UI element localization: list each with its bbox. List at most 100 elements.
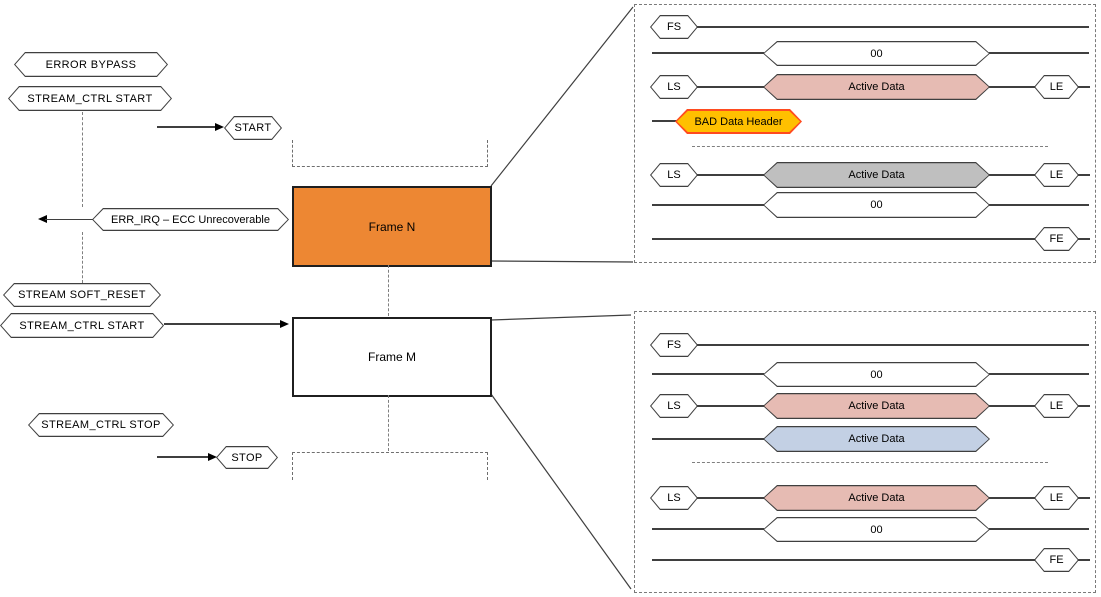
dashed-bracket-above-frame-n [292,140,488,167]
signal-line [1078,238,1090,240]
dashed-timeline-segment-2 [82,232,83,283]
tag-fe-top-label: FE [1049,233,1064,245]
dashed-separator-bottom-panel [692,462,1048,463]
connector-frame-n-bottom [490,260,634,263]
dashed-timeline-segment-1 [82,112,83,207]
signal-line [989,52,1089,54]
signal-line [652,238,1036,240]
hex-fill [651,76,696,97]
signal-line [652,52,764,54]
tag-le-bottom2-label: LE [1049,492,1064,504]
tag-ls-top1-label: LS [667,81,681,93]
tag-err-irq-label: ERR_IRQ – ECC Unrecoverable [111,213,270,226]
tag-stream-ctrl-stop: STREAM_CTRL STOP [28,413,174,437]
bus-value-00-bottom1-label: 00 [870,368,883,381]
hex-fill [764,75,988,98]
hex-fill [15,53,166,75]
tag-stream-ctrl-start-1-label: STREAM_CTRL START [27,92,153,105]
err-irq-arrow-line [45,218,95,221]
tag-ls-bottom2: LS [650,486,698,510]
stop-arrowhead-icon [208,452,217,461]
tag-le-top1: LE [1034,75,1079,99]
bus-active-data-blue: Active Data [763,426,990,452]
tag-le-bottom1: LE [1034,394,1079,418]
dashed-link-below-frame-m [388,395,389,451]
bus-active-data-bottom2-label: Active Data [848,492,905,504]
tag-error-bypass-label: ERROR BYPASS [45,58,137,71]
frame-m-box: Frame M [292,317,492,397]
stop-arrow-line [157,456,210,458]
bus-value-00-bottom2: 00 [763,517,990,542]
tag-le-bottom1-label: LE [1049,400,1064,412]
frame-m-label: Frame M [368,350,416,364]
hex-fill [1035,228,1077,249]
bus-active-data-bottom1: Active Data [763,393,990,419]
tag-fe-bottom-label: FE [1049,554,1064,566]
hex-fill [29,414,172,435]
tag-stream-ctrl-start-1: STREAM_CTRL START [8,86,172,111]
tag-stream-soft-reset: STREAM SOFT_RESET [3,283,161,307]
signal-line [989,174,1036,176]
bus-active-data-top2: Active Data [763,162,990,188]
tag-stream-soft-reset-label: STREAM SOFT_RESET [18,289,146,301]
tag-le-top1-label: LE [1049,81,1064,93]
signal-line [989,405,1036,407]
frame-m-detail-panel [634,311,1096,593]
tag-stream-ctrl-start-2: STREAM_CTRL START [0,313,164,338]
bus-value-00-top1: 00 [763,41,990,66]
tag-stop-label: STOP [231,451,263,464]
tag-ls-top2: LS [650,163,698,187]
hex-fill [651,395,696,416]
hex-fill [764,163,988,186]
hex-fill [764,42,988,64]
hex-fill [225,117,280,138]
signal-line [697,26,1089,28]
tag-stop: STOP [216,446,278,469]
bus-active-data-top1-label: Active Data [848,81,905,93]
bus-active-data-bottom1-label: Active Data [848,400,905,412]
tag-ls-bottom1-label: LS [667,400,681,412]
bus-active-data-top1: Active Data [763,74,990,100]
signal-line [1078,405,1090,407]
bus-active-data-bottom2: Active Data [763,485,990,511]
tag-error-bypass: ERROR BYPASS [14,52,168,77]
frame-n-box: Frame N [292,186,492,267]
hex-fill [1035,395,1077,416]
tag-stream-ctrl-stop-label: STREAM_CTRL STOP [41,419,161,431]
tag-ls-top1: LS [650,75,698,99]
signal-line [989,528,1089,530]
hex-fill [217,447,276,467]
bus-bad-data-header-label: BAD Data Header [694,115,783,128]
start-arrow-line [157,126,217,128]
signal-line [1078,497,1090,499]
bus-value-00-top2: 00 [763,192,990,218]
signal-line [652,120,678,122]
tag-fe-top: FE [1034,227,1079,251]
hex-fill [9,87,170,109]
hex-fill [1035,549,1077,570]
hex-fill [1035,76,1077,97]
dashed-link-frame-n-to-m [388,265,389,316]
err-irq-arrowhead-icon [38,215,47,223]
bus-value-00-bottom2-label: 00 [870,523,883,536]
signal-line [1078,559,1090,561]
bus-value-00-bottom1: 00 [763,362,990,387]
signal-line [697,344,1089,346]
signal-line [697,497,764,499]
hex-fill [1,314,162,336]
signal-line [697,405,764,407]
hex-fill [651,16,696,37]
signal-line [652,528,764,530]
hex-fill [764,193,988,216]
hex-fill [1035,487,1077,508]
signal-line [1078,174,1090,176]
signal-line [1078,86,1090,88]
tag-ls-bottom2-label: LS [667,492,681,504]
tag-fe-bottom: FE [1034,548,1079,572]
hex-fill [677,111,800,132]
signal-line [652,204,764,206]
tag-fs-bottom: FS [650,333,698,357]
hex-fill [651,487,696,508]
dashed-separator-top-panel [692,146,1048,147]
